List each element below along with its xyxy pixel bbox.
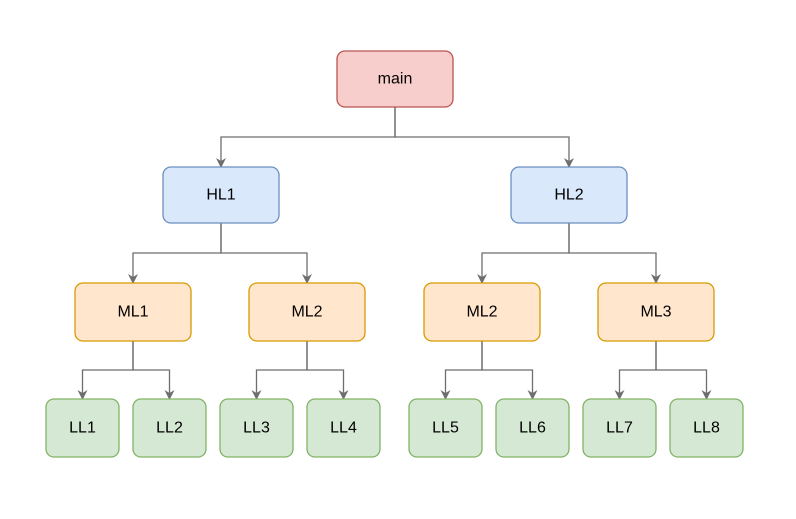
edge-hl2-to-ml2b [477, 223, 570, 284]
edge-ml3-to-ll7 [614, 341, 657, 400]
node-ll1-label: LL1 [69, 420, 96, 437]
node-hl1-label: HL1 [206, 187, 235, 204]
node-ml3-label: ML3 [640, 304, 671, 321]
node-ll5-label: LL5 [432, 420, 459, 437]
edge-ml2a-to-ll4 [306, 341, 349, 400]
node-ll5-box [408, 398, 483, 458]
node-ml2b: ML2 [423, 282, 541, 342]
node-ml2a-box [248, 282, 366, 342]
node-ml2b-box [423, 282, 541, 342]
node-ml3-box [597, 282, 715, 342]
edge-main-to-hl2 [394, 107, 574, 168]
edges [77, 107, 712, 400]
node-ml1: ML1 [74, 282, 192, 342]
node-hl1: HL1 [162, 166, 280, 224]
node-ll1-box [45, 398, 120, 458]
node-hl2-box [510, 166, 628, 224]
node-hl2: HL2 [510, 166, 628, 224]
edge-ml2a-to-ll3 [251, 341, 308, 400]
edge-hl2-to-ml3 [568, 223, 661, 284]
node-ll7-box [582, 398, 657, 458]
node-ll2: LL2 [132, 398, 207, 458]
node-ll3: LL3 [219, 398, 294, 458]
node-ml1-label: ML1 [117, 304, 148, 321]
node-ml3: ML3 [597, 282, 715, 342]
node-ll2-box [132, 398, 207, 458]
node-ll3-box [219, 398, 294, 458]
edge-ml2b-to-ll6 [481, 341, 538, 400]
edge-ml1-to-ll1 [77, 341, 134, 400]
node-main: main [336, 50, 454, 108]
node-ll1: LL1 [45, 398, 120, 458]
node-ll3-label: LL3 [243, 420, 270, 437]
edge-hl1-to-ml2a [220, 223, 312, 284]
node-ll6-box [495, 398, 570, 458]
node-ll4-box [306, 398, 381, 458]
node-ll7-label: LL7 [606, 420, 633, 437]
node-ml2b-label: ML2 [466, 304, 497, 321]
node-ll8-label: LL8 [693, 420, 720, 437]
node-ll8: LL8 [669, 398, 744, 458]
node-ml2a: ML2 [248, 282, 366, 342]
edge-main-to-hl1 [216, 107, 396, 168]
node-ll4: LL4 [306, 398, 381, 458]
edge-hl1-to-ml1 [128, 223, 222, 284]
node-hl2-label: HL2 [554, 187, 583, 204]
node-main-box [336, 50, 454, 108]
node-ll5: LL5 [408, 398, 483, 458]
node-ll7: LL7 [582, 398, 657, 458]
node-ll2-label: LL2 [156, 420, 183, 437]
edge-ml1-to-ll2 [132, 341, 175, 400]
edge-ml3-to-ll8 [655, 341, 712, 400]
node-ll8-box [669, 398, 744, 458]
node-ll6-label: LL6 [519, 420, 546, 437]
node-ml2a-label: ML2 [291, 304, 322, 321]
node-ll6: LL6 [495, 398, 570, 458]
edge-ml2b-to-ll5 [440, 341, 483, 400]
node-ml1-box [74, 282, 192, 342]
node-ll4-label: LL4 [330, 420, 357, 437]
node-main-label: main [378, 71, 413, 88]
node-hl1-box [162, 166, 280, 224]
